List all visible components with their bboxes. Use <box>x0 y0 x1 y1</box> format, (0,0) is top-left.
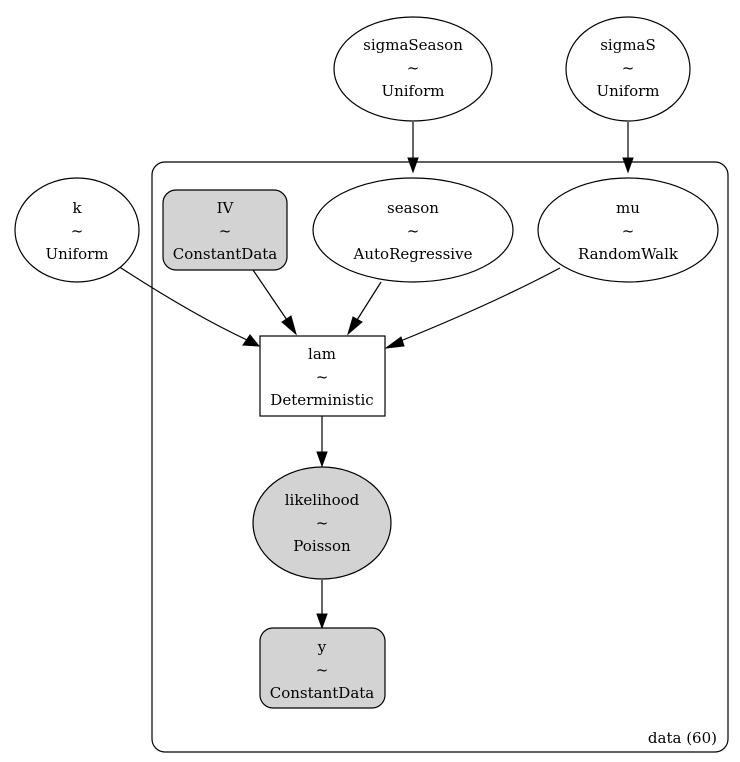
node-tilde: ~ <box>219 222 232 240</box>
node-season: season ~ AutoRegressive <box>312 177 514 283</box>
edge-sigmaSeason-season <box>407 122 419 174</box>
edge-lam-likelihood <box>316 416 328 468</box>
node-sigmaSeason: sigmaSeason ~ Uniform <box>333 16 493 122</box>
node-name: season <box>387 199 439 217</box>
edges <box>117 122 634 630</box>
node-name: k <box>72 199 82 217</box>
edge-IV-lam <box>252 269 297 336</box>
node-likelihood: likelihood ~ Poisson <box>252 466 392 580</box>
node-name: IV <box>217 199 235 217</box>
node-tilde: ~ <box>407 59 420 77</box>
node-distribution: AutoRegressive <box>353 245 473 263</box>
node-mu: mu ~ RandomWalk <box>537 177 719 283</box>
edge-mu-lam <box>384 267 561 349</box>
node-distribution: RandomWalk <box>578 245 679 263</box>
node-y: y ~ ConstantData <box>259 627 386 709</box>
node-tilde: ~ <box>622 59 635 77</box>
node-name: likelihood <box>285 491 360 509</box>
node-IV: IV ~ ConstantData <box>162 189 288 271</box>
node-k: k ~ Uniform <box>14 177 140 283</box>
node-tilde: ~ <box>407 222 420 240</box>
node-name: lam <box>308 345 336 363</box>
node-name: sigmaSeason <box>363 36 463 54</box>
node-tilde: ~ <box>622 222 635 240</box>
edge-likelihood-y <box>316 580 328 630</box>
node-sigmaS: sigmaS ~ Uniform <box>565 16 691 122</box>
node-name: sigmaS <box>600 36 656 54</box>
edge-season-lam <box>347 281 382 336</box>
plate-label: data (60) <box>648 729 717 747</box>
plate-border <box>151 161 729 753</box>
node-distribution: Uniform <box>596 82 659 100</box>
node-distribution: ConstantData <box>270 684 375 702</box>
node-distribution: Deterministic <box>270 391 373 409</box>
node-lam: lam ~ Deterministic <box>259 335 386 417</box>
node-name: mu <box>616 199 640 217</box>
node-distribution: Poisson <box>293 537 351 555</box>
node-distribution: Uniform <box>45 245 108 263</box>
node-distribution: ConstantData <box>173 245 278 263</box>
node-tilde: ~ <box>316 514 329 532</box>
edge-sigmaS-mu <box>622 122 634 174</box>
edge-k-lam <box>117 265 261 347</box>
plate-data: data (60) <box>151 161 729 753</box>
node-tilde: ~ <box>316 368 329 386</box>
node-tilde: ~ <box>316 661 329 679</box>
node-tilde: ~ <box>71 222 84 240</box>
node-name: y <box>317 638 327 656</box>
node-distribution: Uniform <box>381 82 444 100</box>
